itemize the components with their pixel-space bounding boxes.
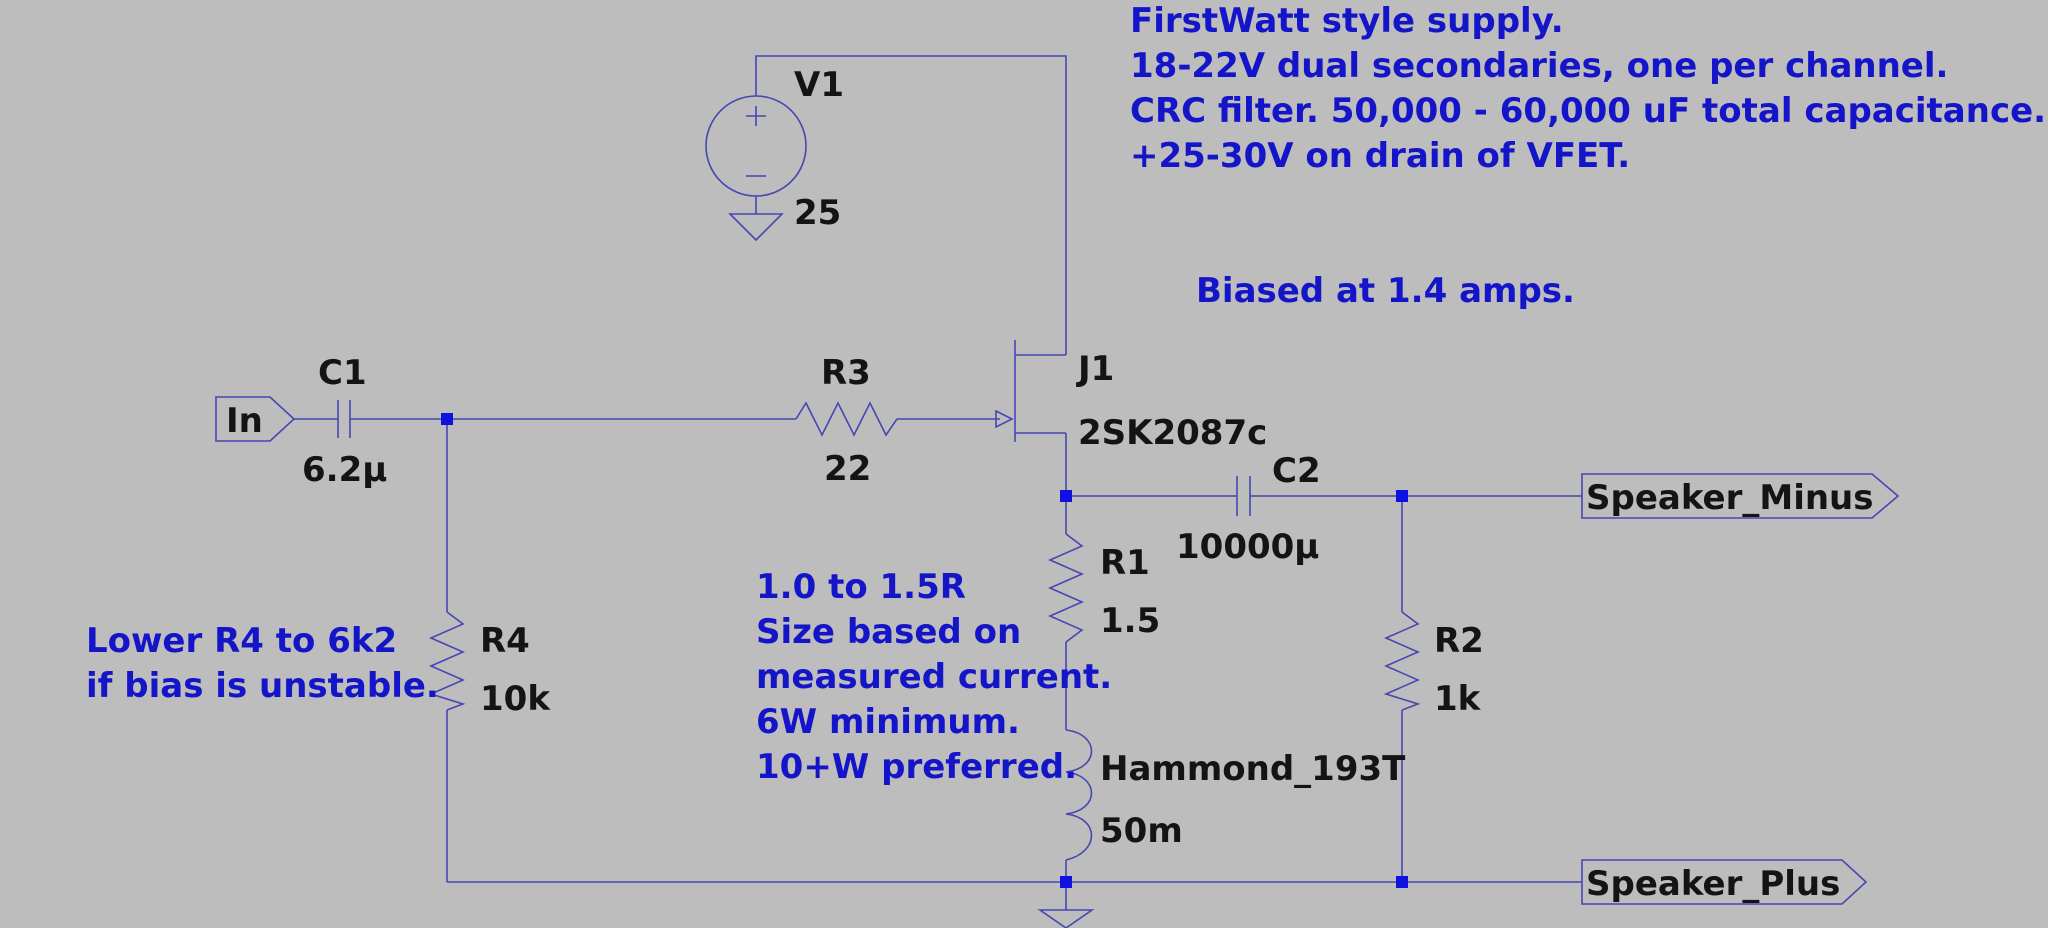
junction-dot [1060,876,1072,888]
resistor-r4 [428,611,466,711]
note-supply-line: 18-22V dual secondaries, one per channel… [1130,46,1948,86]
ground-symbol-main [1037,909,1095,928]
note-r1-line: 1.0 to 1.5R [756,567,966,607]
c2-value-label: 10000μ [1176,527,1319,567]
r3-name-label: R3 [821,353,871,393]
gate-arrow [995,409,1014,429]
j1-name-label: J1 [1076,349,1114,389]
r4-name-label: R4 [480,621,530,661]
c1-name-label: C1 [318,353,367,393]
note-bias: Biased at 1.4 amps. [1196,271,1575,311]
junction-dot [1396,876,1408,888]
note-bias-line: Biased at 1.4 amps. [1196,271,1575,311]
r4-value-label: 10k [480,679,551,719]
net-label-speaker-plus: Speaker_Plus [1586,864,1840,904]
ground-symbol-v1 [728,213,784,242]
capacitor-c2 [1236,476,1251,516]
note-supply-line: CRC filter. 50,000 - 60,000 uF total cap… [1130,91,2046,131]
note-supply-line: FirstWatt style supply. [1130,1,1564,41]
net-label-speaker-minus: Speaker_Minus [1586,478,1874,518]
capacitor-c1 [337,400,351,438]
voltage-source-v1 [705,58,807,242]
jfet-j1 [995,340,1016,442]
inductor-name-label: Hammond_193T [1100,749,1406,789]
note-r1-line: 10+W preferred. [756,747,1077,787]
j1-value-label: 2SK2087c [1078,413,1267,453]
note-r4-line: if bias is unstable. [86,666,439,706]
resistor-r3 [795,401,898,437]
note-r1-line: Size based on [756,612,1021,652]
net-flag-in [215,396,296,442]
c1-value-label: 6.2μ [302,450,387,490]
r3-value-label: 22 [824,449,871,489]
note-r1-line: 6W minimum. [756,702,1020,742]
wires [294,55,1582,910]
note-r1-line: measured current. [756,657,1112,697]
resistor-r1 [1048,533,1084,643]
wire-v1-to-drain [755,55,1067,355]
r1-name-label: R1 [1100,543,1150,583]
junctions [441,413,1408,888]
r2-value-label: 1k [1434,679,1482,719]
net-label-in: In [226,401,263,441]
note-r4: Lower R4 to 6k2 if bias is unstable. [86,621,439,706]
junction-dot [1396,490,1408,502]
note-supply-line: +25-30V on drain of VFET. [1130,136,1630,176]
r1-value-label: 1.5 [1100,601,1160,641]
resistor-r2 [1383,611,1421,711]
net-flag-speaker-plus [1581,859,1868,905]
net-flag-speaker-minus [1581,473,1900,519]
note-supply: FirstWatt style supply. 18-22V dual seco… [1130,1,2048,176]
r2-name-label: R2 [1434,621,1484,661]
note-r1: 1.0 to 1.5R Size based on measured curre… [756,567,1124,787]
v1-value-label: 25 [794,193,841,233]
note-r4-line: Lower R4 to 6k2 [86,621,397,661]
v1-name-label: V1 [794,65,844,105]
inductor-hammond [1065,729,1093,861]
inductor-value-label: 50m [1100,811,1183,851]
c2-name-label: C2 [1272,451,1321,491]
junction-dot [441,413,453,425]
junction-dot [1060,490,1072,502]
